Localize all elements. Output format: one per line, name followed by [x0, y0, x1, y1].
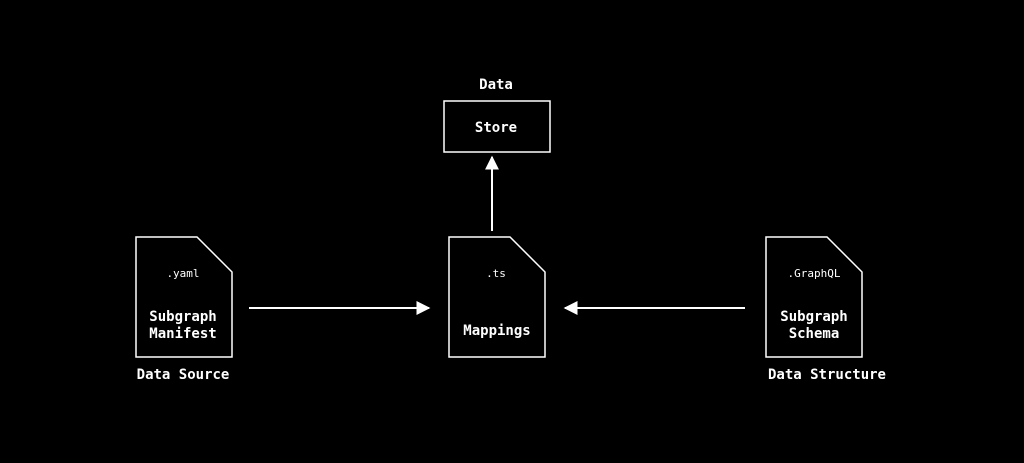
schema-title-line1: Subgraph: [780, 309, 847, 325]
mappings-extension: .ts: [486, 267, 506, 280]
store-label: Store: [475, 120, 517, 136]
manifest-title-line1: Subgraph: [149, 309, 216, 325]
data-source-caption: Data Source: [137, 367, 230, 383]
data-structure-caption: Data Structure: [768, 367, 886, 383]
data-store-heading: Data: [479, 77, 513, 93]
store-box: [443, 100, 551, 153]
mappings-file-icon: [448, 236, 546, 358]
schema-title-line2: Schema: [789, 326, 840, 342]
manifest-extension: .yaml: [166, 267, 199, 280]
manifest-title-line2: Manifest: [149, 326, 216, 342]
schema-extension: .GraphQL: [788, 267, 841, 280]
manifest-file-icon: [135, 236, 233, 358]
schema-file-icon: [765, 236, 863, 358]
mappings-title: Mappings: [463, 323, 530, 339]
